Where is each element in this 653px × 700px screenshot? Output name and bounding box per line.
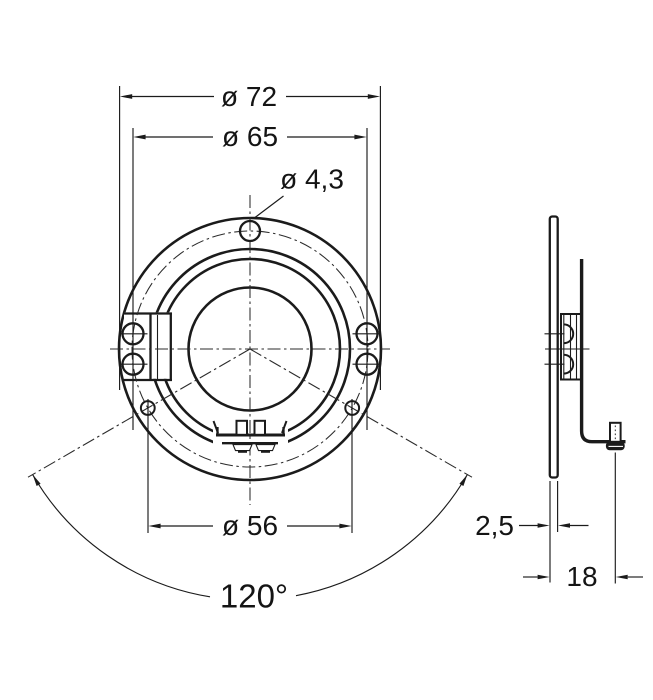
dim-label-angle: 120°	[220, 578, 288, 615]
arrowhead-right	[354, 134, 367, 140]
terminal-tab-right	[253, 419, 266, 436]
dim-label-plate-thickness: 2,5	[475, 510, 514, 541]
arrowhead-right	[339, 523, 352, 529]
dim-mounting-hole: ø 4,3	[254, 164, 344, 218]
diagonal-centerline-left	[27, 348, 251, 478]
leader-line	[254, 195, 284, 218]
diagonal-centerline-right	[249, 348, 473, 478]
terminal-foot-left	[232, 444, 253, 452]
arrowhead-left	[537, 523, 550, 528]
arrowhead-left	[119, 94, 133, 99]
dim-label-mounting-hole: ø 4,3	[280, 164, 344, 195]
dim-inner-diameter: ø 56	[147, 399, 353, 541]
angle-arc-left	[32, 474, 211, 598]
clamp-screw-top	[563, 323, 575, 345]
dim-label-inner-diameter: ø 56	[222, 510, 278, 541]
arrowhead-left	[148, 523, 161, 529]
left-clamp-notch	[123, 312, 172, 382]
arrowhead-left	[133, 134, 146, 140]
front-view: ø 72 ø 65 ø 4,3 ø 56	[27, 81, 473, 615]
dim-label-bolt-circle: ø 65	[222, 121, 278, 152]
arrowhead-left	[537, 574, 550, 580]
arrowhead-right	[367, 94, 381, 99]
terminal-block	[212, 419, 288, 453]
dim-angle: 120°	[32, 474, 468, 615]
arrowhead-right	[615, 574, 628, 580]
center-lines	[27, 195, 473, 505]
side-view: 2,5 18	[475, 215, 643, 592]
arrowhead-right	[459, 474, 468, 486]
dim-bolt-circle: ø 65	[132, 121, 368, 430]
dim-plate-thickness: 2,5	[475, 481, 589, 583]
dim-connector-offset: 18	[523, 561, 643, 592]
cable-bracket	[579, 259, 626, 444]
mounting-hole-top	[238, 219, 262, 243]
arrowhead-right	[558, 523, 570, 528]
terminal-foot-right	[255, 444, 276, 452]
terminal-tab-left	[235, 419, 248, 436]
arrowhead-left	[32, 474, 41, 486]
mounting-plate	[548, 215, 559, 479]
dim-label-outer-diameter: ø 72	[221, 81, 277, 112]
connector	[605, 421, 625, 451]
dim-label-connector-offset: 18	[566, 561, 597, 592]
clamp-screw-bottom	[563, 353, 575, 375]
dim-outer-diameter: ø 72	[119, 81, 381, 390]
angle-arc-right	[295, 474, 468, 597]
